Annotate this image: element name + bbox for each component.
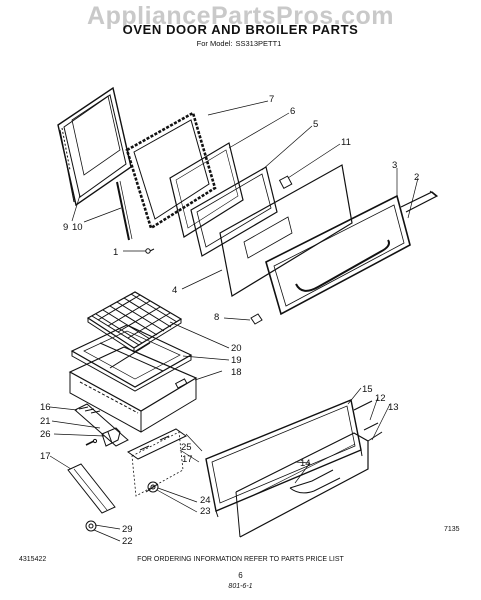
drawer-slide-right (353, 400, 379, 431)
broiler-support-bracket (127, 428, 187, 460)
callout-22: 22 (122, 536, 133, 547)
callout-17-right: 17 (182, 454, 193, 465)
drawer-roller-right (145, 481, 159, 493)
ordering-note: FOR ORDERING INFORMATION REFER TO PARTS … (137, 556, 344, 563)
callout-13: 13 (388, 402, 399, 413)
drawer-slide-left (67, 463, 116, 514)
door-frame-assembly (265, 190, 439, 316)
callout-5: 5 (313, 119, 318, 130)
footer-code: 801-6-1 (228, 583, 253, 590)
callout-20: 20 (231, 343, 242, 354)
callout-10: 10 (72, 222, 83, 233)
screw (145, 248, 155, 254)
callout-26: 26 (40, 429, 51, 440)
callout-4: 4 (172, 285, 177, 296)
model-number: SS313PETT1 (235, 39, 282, 48)
callout-18: 18 (231, 367, 242, 378)
model-line: For Model:SS313PETT1 (0, 39, 481, 48)
callout-14: 14 (300, 458, 311, 469)
callout-24: 24 (200, 495, 211, 506)
callout-12: 12 (375, 393, 386, 404)
callout-3: 3 (392, 160, 397, 171)
page-number: 6 (238, 571, 243, 580)
storage-drawer-body (235, 431, 383, 538)
callout-11: 11 (341, 137, 351, 148)
callout-23: 23 (200, 506, 211, 517)
callout-21: 21 (40, 416, 51, 427)
model-label: For Model: (196, 39, 233, 48)
door-glass-bracket (278, 175, 293, 189)
drawer-guide (101, 427, 121, 447)
callout-6: 6 (290, 106, 295, 117)
callout-8: 8 (214, 312, 219, 323)
callout-9: 9 (63, 222, 68, 233)
callout-19: 19 (231, 355, 242, 366)
door-hinge (116, 180, 133, 241)
broiler-grid (86, 291, 183, 353)
door-clip (250, 313, 263, 325)
door-gasket (125, 111, 217, 230)
drawer-stop (85, 438, 98, 446)
callout-25: 25 (181, 442, 192, 453)
callout-16: 16 (40, 402, 51, 413)
outer-door-panel (57, 86, 132, 207)
drawing-code: 7135 (444, 526, 460, 533)
broiler-pan-insert (70, 324, 193, 392)
callout-2: 2 (414, 172, 419, 183)
leader-lines (49, 100, 419, 542)
drawer-roller-left (85, 520, 97, 532)
inner-door-glass (190, 166, 278, 257)
document-number: 4315422 (19, 556, 47, 563)
callout-15: 15 (362, 384, 373, 395)
drawer-front-panel (205, 399, 363, 518)
callout-1: 1 (113, 247, 118, 258)
outer-door-glass (219, 164, 353, 297)
insulation-panel (169, 142, 244, 238)
callout-7: 7 (269, 94, 274, 105)
page-title: OVEN DOOR AND BROILER PARTS (122, 22, 359, 37)
callout-29: 29 (122, 524, 133, 535)
broiler-pan (68, 346, 198, 433)
watermark: AppliancePartsPros.com (87, 2, 394, 30)
callout-17-left: 17 (40, 451, 51, 462)
